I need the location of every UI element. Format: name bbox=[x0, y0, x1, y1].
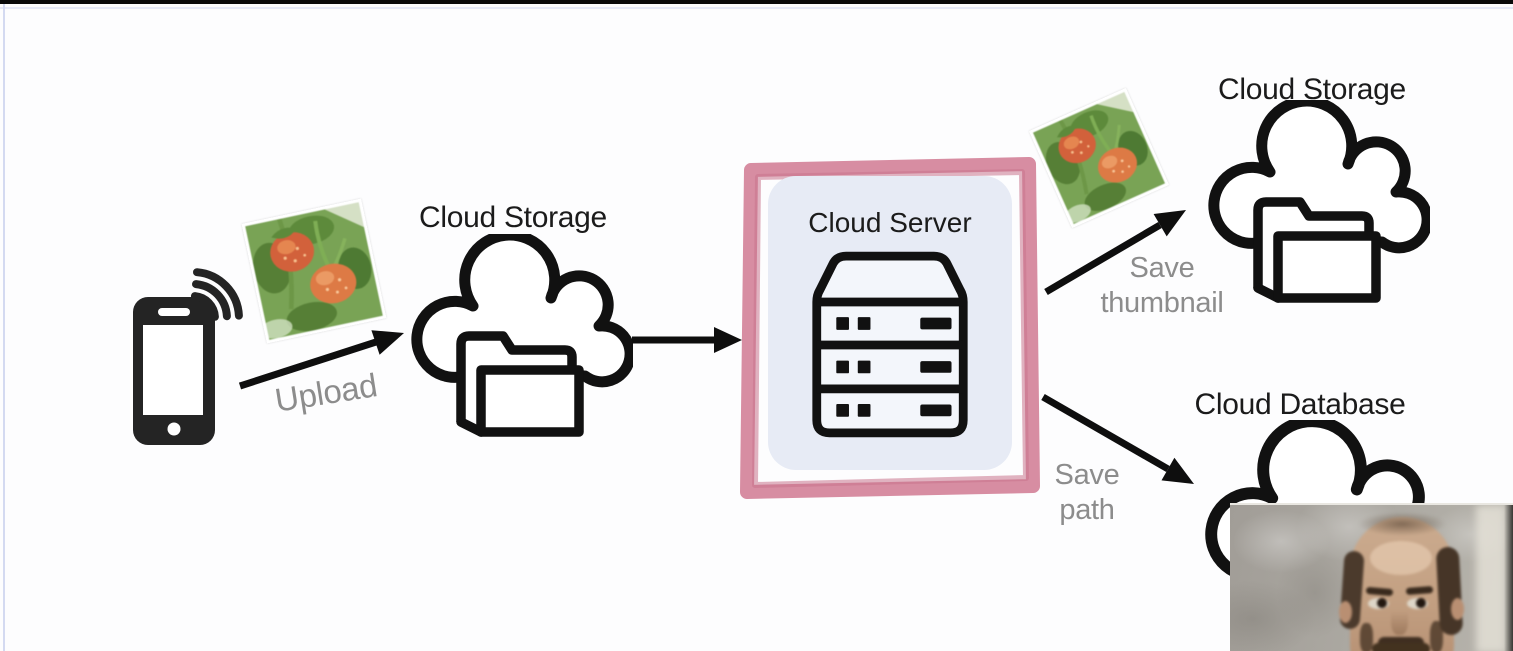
smartphone-icon bbox=[120, 258, 260, 458]
presenter-forehead bbox=[1370, 541, 1432, 575]
cloud-server-panel: Cloud Server bbox=[768, 176, 1012, 470]
left-edge-line bbox=[3, 4, 5, 651]
storage-left-label: Cloud Storage bbox=[419, 201, 607, 234]
cloud-folder-icon bbox=[403, 229, 636, 444]
phone-speaker bbox=[158, 308, 190, 316]
save-path-line2: path bbox=[1059, 494, 1115, 526]
phone-home-button bbox=[167, 422, 181, 436]
folder-glyph bbox=[456, 331, 584, 437]
webcam-right-edge bbox=[1504, 505, 1513, 651]
wifi-signal-icon bbox=[190, 268, 243, 321]
cloud-server-label: Cloud Server bbox=[808, 207, 972, 238]
presenter-pupil bbox=[1377, 598, 1387, 608]
presenter-webcam-overlay bbox=[1230, 503, 1513, 651]
presenter-nose bbox=[1391, 603, 1408, 635]
presenter-pupil bbox=[1416, 598, 1426, 608]
webcam-light-strip bbox=[1476, 505, 1506, 651]
database-label: Cloud Database bbox=[1194, 388, 1406, 421]
save-path-line1: Save bbox=[1054, 459, 1120, 491]
upload-label: Upload bbox=[272, 366, 380, 419]
strawberry-photo-thumbnail bbox=[241, 198, 387, 344]
presenter-beard bbox=[1430, 621, 1443, 651]
presenter-beard bbox=[1372, 643, 1430, 651]
storage-to-server-arrow bbox=[632, 327, 742, 353]
cloud-folder-icon bbox=[1200, 95, 1433, 310]
server-rack-icon bbox=[807, 246, 973, 447]
presenter-ear bbox=[1339, 601, 1352, 623]
phone-screen bbox=[143, 325, 203, 415]
cloud-server-highlight-frame bbox=[735, 150, 1047, 499]
window-top-bar bbox=[0, 0, 1513, 4]
folder-glyph bbox=[1253, 197, 1381, 303]
save-path-label: Save path bbox=[1055, 458, 1120, 528]
presenter-beard bbox=[1360, 623, 1373, 651]
presenter-face bbox=[1230, 505, 1513, 651]
top-edge-line bbox=[0, 7, 1513, 9]
presenter-hair bbox=[1358, 512, 1446, 536]
presenter-ear bbox=[1451, 598, 1464, 620]
strawberry-thumbnail-saved bbox=[1029, 88, 1169, 228]
